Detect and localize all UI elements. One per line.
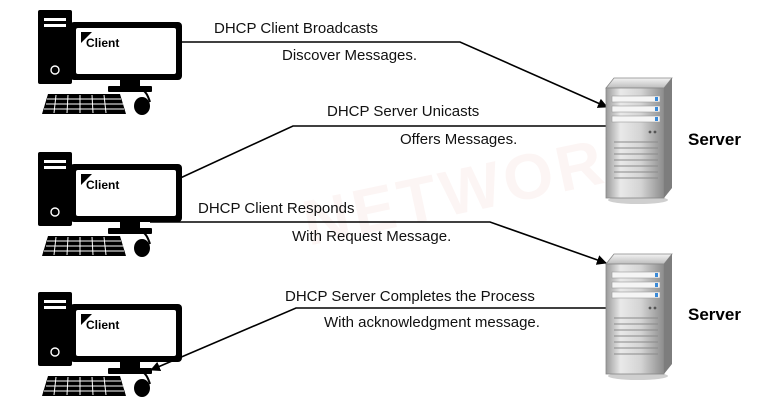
request-message-line1: DHCP Client Responds — [198, 200, 355, 217]
client-label: Client — [86, 36, 120, 50]
client-computer-icon — [38, 292, 182, 397]
client-computer-icon — [38, 10, 182, 115]
ack-message-line1: DHCP Server Completes the Process — [285, 288, 535, 305]
server-icon — [605, 77, 673, 204]
server-icon — [605, 253, 673, 380]
request-message-line2: With Request Message. — [292, 228, 452, 245]
client-label: Client — [86, 178, 120, 192]
server-label: Server — [688, 130, 741, 149]
discover-message-line1: DHCP Client Broadcasts — [214, 20, 378, 37]
arrow-ack — [150, 307, 606, 372]
offer-message-line2: Offers Messages. — [400, 131, 518, 148]
ack-message-line2: With acknowledgment message. — [324, 314, 540, 331]
arrow-discover — [150, 41, 608, 108]
discover-message-line2: Discover Messages. — [282, 47, 418, 64]
client-label: Client — [86, 318, 120, 332]
arrow-request — [150, 221, 607, 265]
arrow-offer — [149, 125, 607, 193]
client-computer-icon — [38, 152, 182, 257]
offer-message-line1: DHCP Server Unicasts — [327, 103, 480, 120]
server-label: Server — [688, 305, 741, 324]
